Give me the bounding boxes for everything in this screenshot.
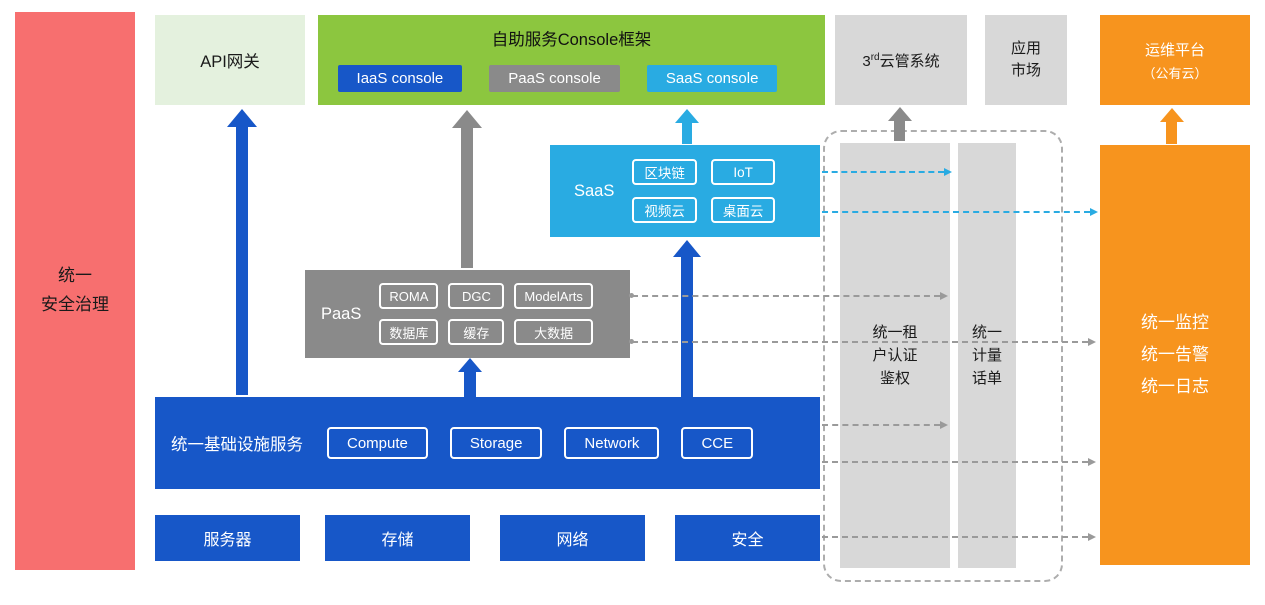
resource-box-security: 安全: [675, 515, 820, 561]
connector-dot: [629, 293, 634, 298]
third-party-cloud-management-box: 3rd云管系统: [835, 15, 967, 105]
dashed-saas-to-auth: [822, 168, 952, 176]
chip-desktop-cloud: 桌面云: [710, 197, 776, 223]
saas-label: SaaS: [574, 181, 615, 200]
paas-label: PaaS: [321, 304, 362, 323]
iaas-console-button: IaaS console: [337, 65, 463, 92]
metering-billing-bar: 统一 计量 话单: [958, 143, 1016, 568]
chip-compute: Compute: [327, 427, 428, 459]
arrow-auth-to-third-cloud: [894, 121, 905, 141]
saas-console-button: SaaS console: [646, 65, 778, 92]
infrastructure-box: 统一基础设施服务 Compute Storage Network CCE: [155, 397, 820, 489]
dashed-infra-to-auth: [822, 421, 948, 429]
tenant-services-dashed-group: [823, 130, 1063, 582]
arrow-infra-to-api-gateway: [236, 127, 248, 395]
app-market-box: 应用 市场: [985, 15, 1067, 105]
chip-iot: IoT: [710, 159, 776, 185]
dashed-saas-to-monitoring: [822, 208, 1098, 216]
arrow-paas-to-console: [461, 128, 473, 268]
arrow-infra-to-paas: [464, 372, 476, 397]
ops-platform-box: 运维平台 （公有云）: [1100, 15, 1250, 105]
chip-dgc: DGC: [448, 283, 505, 309]
chip-blockchain: 区块链: [632, 159, 697, 185]
resource-box-server: 服务器: [155, 515, 300, 561]
paas-console-button: PaaS console: [489, 65, 620, 92]
dashed-infra-to-monitoring: [822, 458, 1096, 466]
security-governance-panel: 统一 安全治理: [15, 12, 135, 570]
dashed-paas-to-monitoring: [632, 338, 1096, 346]
api-gateway-box: API网关: [155, 15, 305, 105]
arrow-monitoring-to-ops-platform: [1166, 122, 1177, 144]
chip-database: 数据库: [379, 319, 439, 345]
chip-modelarts: ModelArts: [514, 283, 593, 309]
chip-video-cloud: 视频云: [632, 197, 697, 223]
arrow-saas-to-console: [682, 123, 692, 144]
tenant-auth-bar: 统一租 户认证 鉴权: [840, 143, 950, 568]
infrastructure-label: 统一基础设施服务: [171, 436, 303, 454]
chip-storage: Storage: [449, 427, 543, 459]
dashed-paas-to-auth: [632, 292, 948, 300]
paas-box: PaaS ROMA DGC ModelArts 数据库 缓存 大数据: [305, 270, 630, 358]
saas-box: SaaS 区块链 IoT 视频云 桌面云: [550, 145, 820, 237]
chip-bigdata: 大数据: [514, 319, 593, 345]
saas-chip-grid: 区块链 IoT 视频云 桌面云: [632, 159, 776, 223]
ops-platform-line2: （公有云）: [1142, 65, 1208, 81]
monitoring-alarm-log-box: 统一监控 统一告警 统一日志: [1100, 145, 1250, 565]
chip-network: Network: [564, 427, 660, 459]
dashed-resources-to-monitoring: [822, 533, 1096, 541]
arrow-infra-to-saas: [681, 257, 693, 397]
console-buttons-row: IaaS console PaaS console SaaS console: [318, 65, 797, 92]
chip-roma: ROMA: [379, 283, 439, 309]
chip-cce: CCE: [681, 427, 754, 459]
ops-platform-line1: 运维平台: [1144, 41, 1205, 59]
connector-dot: [629, 339, 634, 344]
console-frame-box: 自助服务Console框架 IaaS console PaaS console …: [318, 15, 825, 105]
chip-cache: 缓存: [448, 319, 505, 345]
console-frame-title: 自助服务Console框架: [491, 31, 652, 49]
paas-chip-grid: ROMA DGC ModelArts 数据库 缓存 大数据: [379, 283, 593, 345]
resource-box-storage: 存储: [325, 515, 470, 561]
resource-box-network: 网络: [500, 515, 645, 561]
third-party-cloud-label: 3rd云管系统: [862, 51, 940, 70]
